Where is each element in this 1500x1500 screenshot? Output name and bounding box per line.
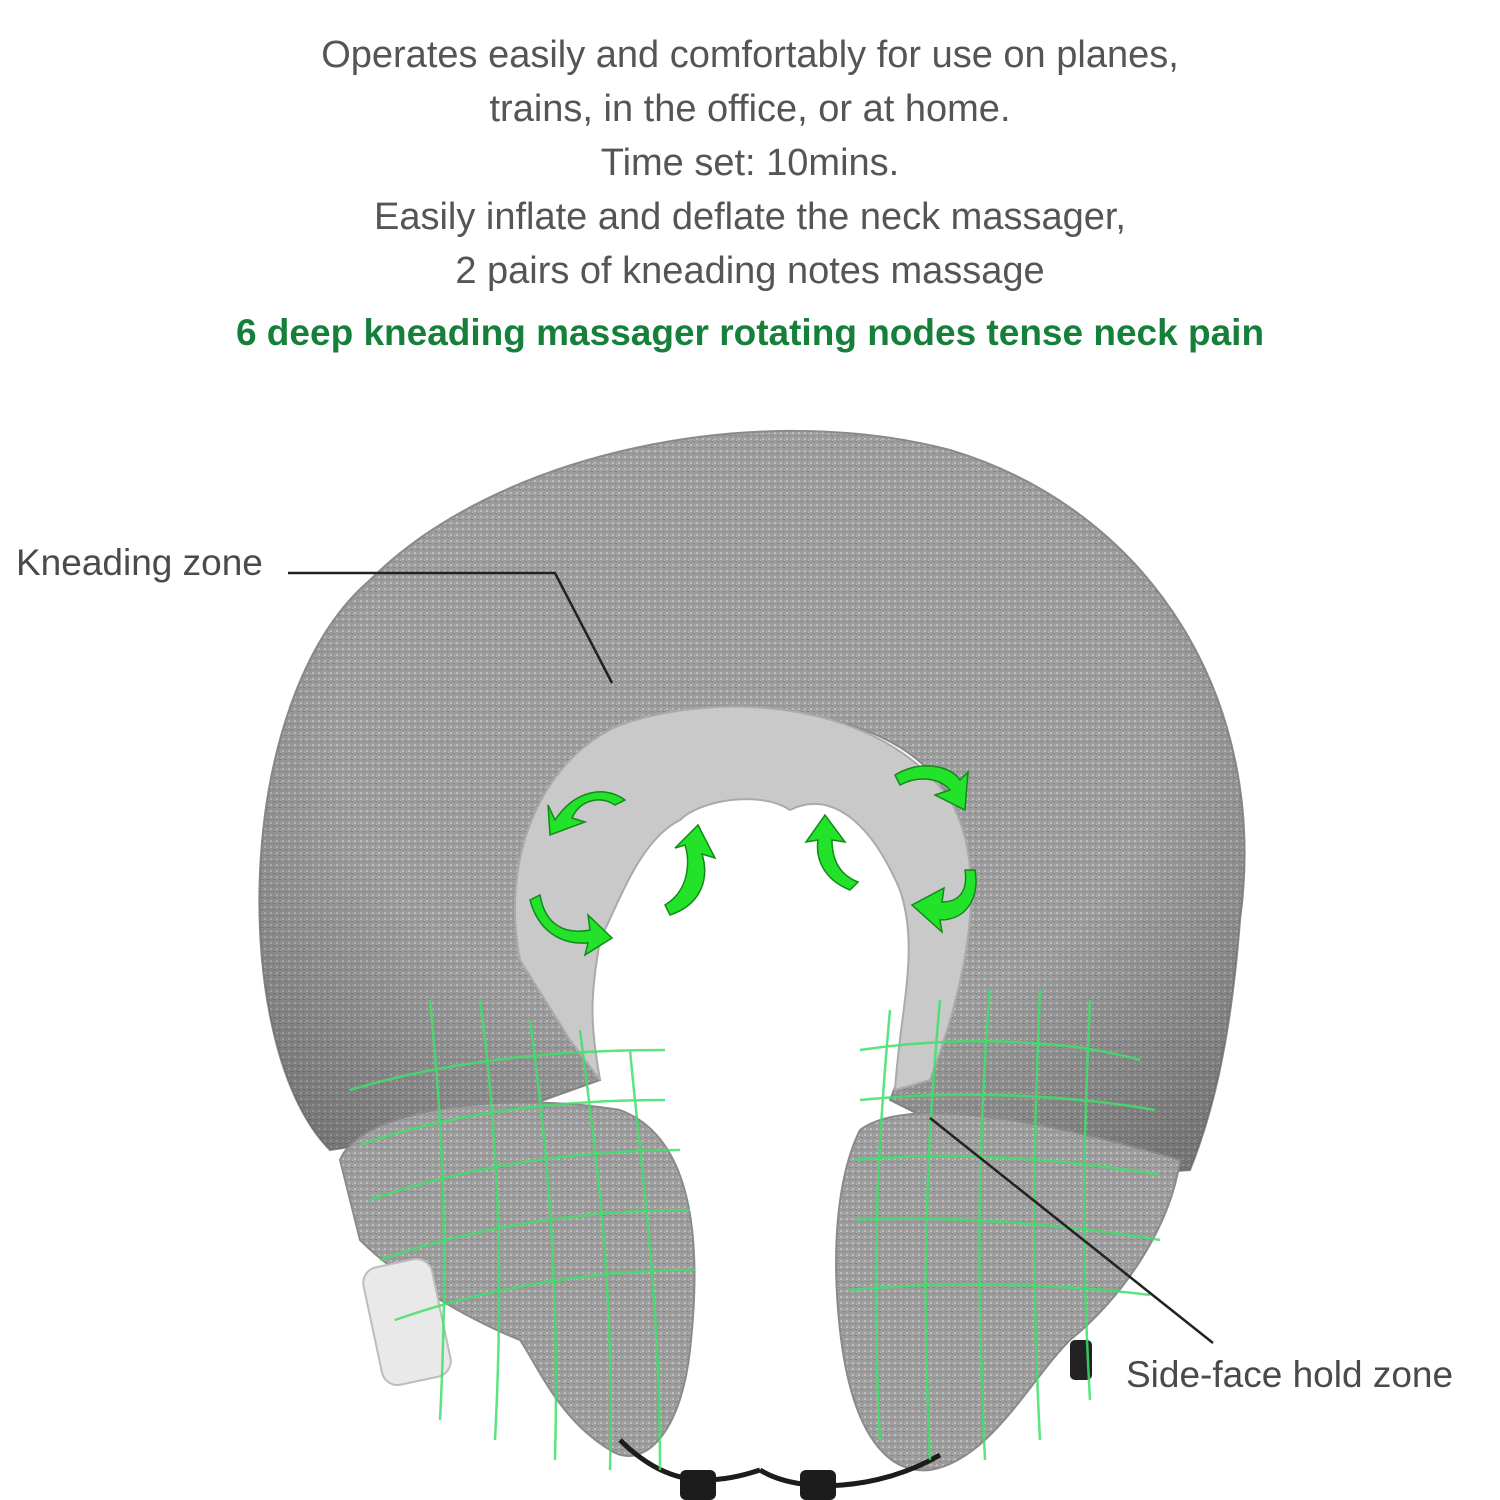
curved-arrow-icon <box>664 823 717 916</box>
description-line-3: Time set: 10mins. <box>600 142 900 184</box>
curved-arrow-icon <box>910 869 977 934</box>
pillow-body <box>258 429 1246 1182</box>
rotation-arrows <box>529 765 977 957</box>
side-face-hold-zone-leader <box>929 1117 1214 1344</box>
callout-lines <box>288 571 1214 1344</box>
curved-arrow-icon <box>547 791 627 837</box>
inner-liner <box>513 705 973 1092</box>
drawstring <box>618 1438 942 1500</box>
curved-arrow-icon <box>529 893 614 957</box>
left-side-lobe <box>338 1101 696 1457</box>
kneading-zone-leader <box>288 571 614 684</box>
right-side-lobe <box>835 1112 1182 1472</box>
side-face-grid <box>349 989 1161 1471</box>
description-line-5: 2 pairs of kneading notes massage <box>455 250 1045 292</box>
description-line-4: Easily inflate and deflate the neck mass… <box>373 196 1126 238</box>
side-face-hold-zone-label: Side-face hold zone <box>1126 1354 1454 1395</box>
control-button <box>362 1258 452 1386</box>
kneading-zone-label: Kneading zone <box>16 542 263 583</box>
description-line-2: trains, in the office, or at home. <box>489 88 1011 130</box>
curved-arrow-icon <box>804 813 860 891</box>
headline: 6 deep kneading massager rotating nodes … <box>235 312 1265 353</box>
description-block: Operates easily and comfortably for use … <box>0 28 1500 298</box>
description-line-1: Operates easily and comfortably for use … <box>321 34 1179 76</box>
curved-arrow-icon <box>894 765 969 812</box>
